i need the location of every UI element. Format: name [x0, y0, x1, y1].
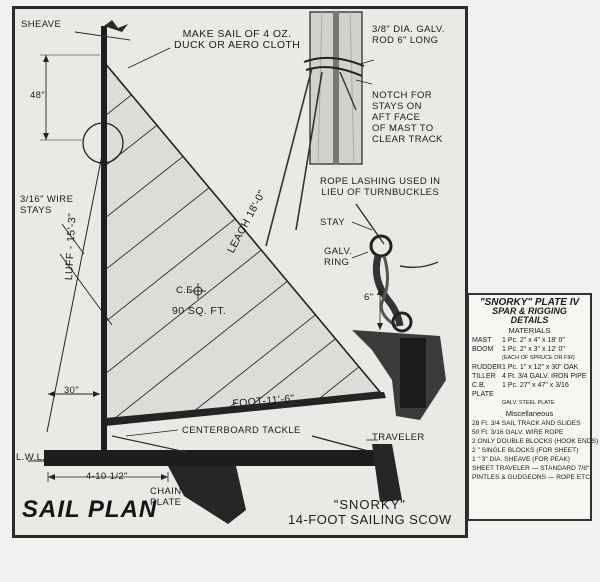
wire-stays-label: 3/16" WIRE STAYS — [20, 194, 74, 216]
stay-label: STAY — [320, 217, 346, 228]
misc-item: 2 ONLY DOUBLE BLOCKS (HOOK ENDS) — [472, 438, 599, 445]
lwl-label: L.W.L. — [16, 452, 46, 463]
misc-item: PINTLES & GUDGEONS — ROPE ETC. — [472, 474, 592, 481]
mast-detail — [265, 11, 375, 247]
material-row: (EACH OF SPRUCE OR FIR) — [502, 355, 575, 361]
dim-6-label: 6" — [364, 292, 374, 303]
specs-heading: SPAR & RIGGING DETAILS — [492, 306, 567, 325]
masthead-detail-circle — [82, 122, 124, 164]
dim-30-label: 30" — [64, 385, 80, 396]
subtitle: "SNORKY" 14-FOOT SAILING SCOW — [288, 497, 452, 527]
sheave-label: SHEAVE — [21, 19, 62, 30]
dim-48-label: 48" — [30, 90, 46, 101]
boom — [105, 392, 386, 426]
materials-heading: MATERIALS — [508, 326, 551, 335]
misc-item: 50 Ft. 3/16 GALV. WIRE ROPE — [472, 429, 564, 436]
area-label: 90 SQ. FT. — [172, 305, 227, 317]
dim-4-label: 4-10 1/2" — [86, 471, 128, 482]
pennant — [104, 20, 128, 32]
ring-label: GALV. RING — [324, 246, 353, 268]
stay-line — [46, 149, 104, 433]
rigging-detail — [351, 203, 446, 420]
ce-label: C.E. — [176, 285, 197, 296]
misc-item: 28 Ft. 3/4 SAIL TRACK AND SLIDES — [472, 420, 581, 427]
material-row: GALV. STEEL PLATE — [502, 400, 555, 406]
misc-item: 2 " SINGLE BLOCKS (FOR SHEET) — [472, 447, 579, 454]
misc-item: SHEET TRAVELER — STANDARD 7/8" — [472, 465, 590, 472]
page-title: SAIL PLAN — [22, 496, 158, 523]
hull — [44, 450, 380, 466]
traveler-label: TRAVELER — [372, 432, 425, 443]
boat-name: "SNORKY" — [333, 497, 406, 512]
misc-heading: Miscellaneous — [505, 409, 554, 418]
misc-item: 1 " 3" DIA. SHEAVE (FOR PEAK) — [472, 456, 570, 463]
rod-label: 3/8" DIA. GALV. ROD 6" LONG — [372, 24, 445, 46]
rope-label: ROPE LASHING USED IN LIEU OF TURNBUCKLES — [320, 176, 441, 198]
chain-plate-label: CHAIN PLATE — [150, 486, 182, 508]
rudder — [372, 444, 402, 502]
mast — [101, 26, 107, 450]
specs-table: "SNORKY" PLATE IV SPAR & RIGGING DETAILS… — [467, 293, 599, 521]
notch-label: NOTCH FOR STAYS ON AFT FACE OF MAST TO C… — [372, 90, 443, 145]
sail-note-label: MAKE SAIL OF 4 OZ. DUCK OR AERO CLOTH — [174, 28, 301, 51]
centerboard — [168, 466, 246, 524]
specs-title: "SNORKY" PLATE IV — [479, 297, 580, 308]
centerboard-label: CENTERBOARD TACKLE — [182, 425, 301, 436]
boat-description: 14-FOOT SAILING SCOW — [288, 512, 452, 527]
